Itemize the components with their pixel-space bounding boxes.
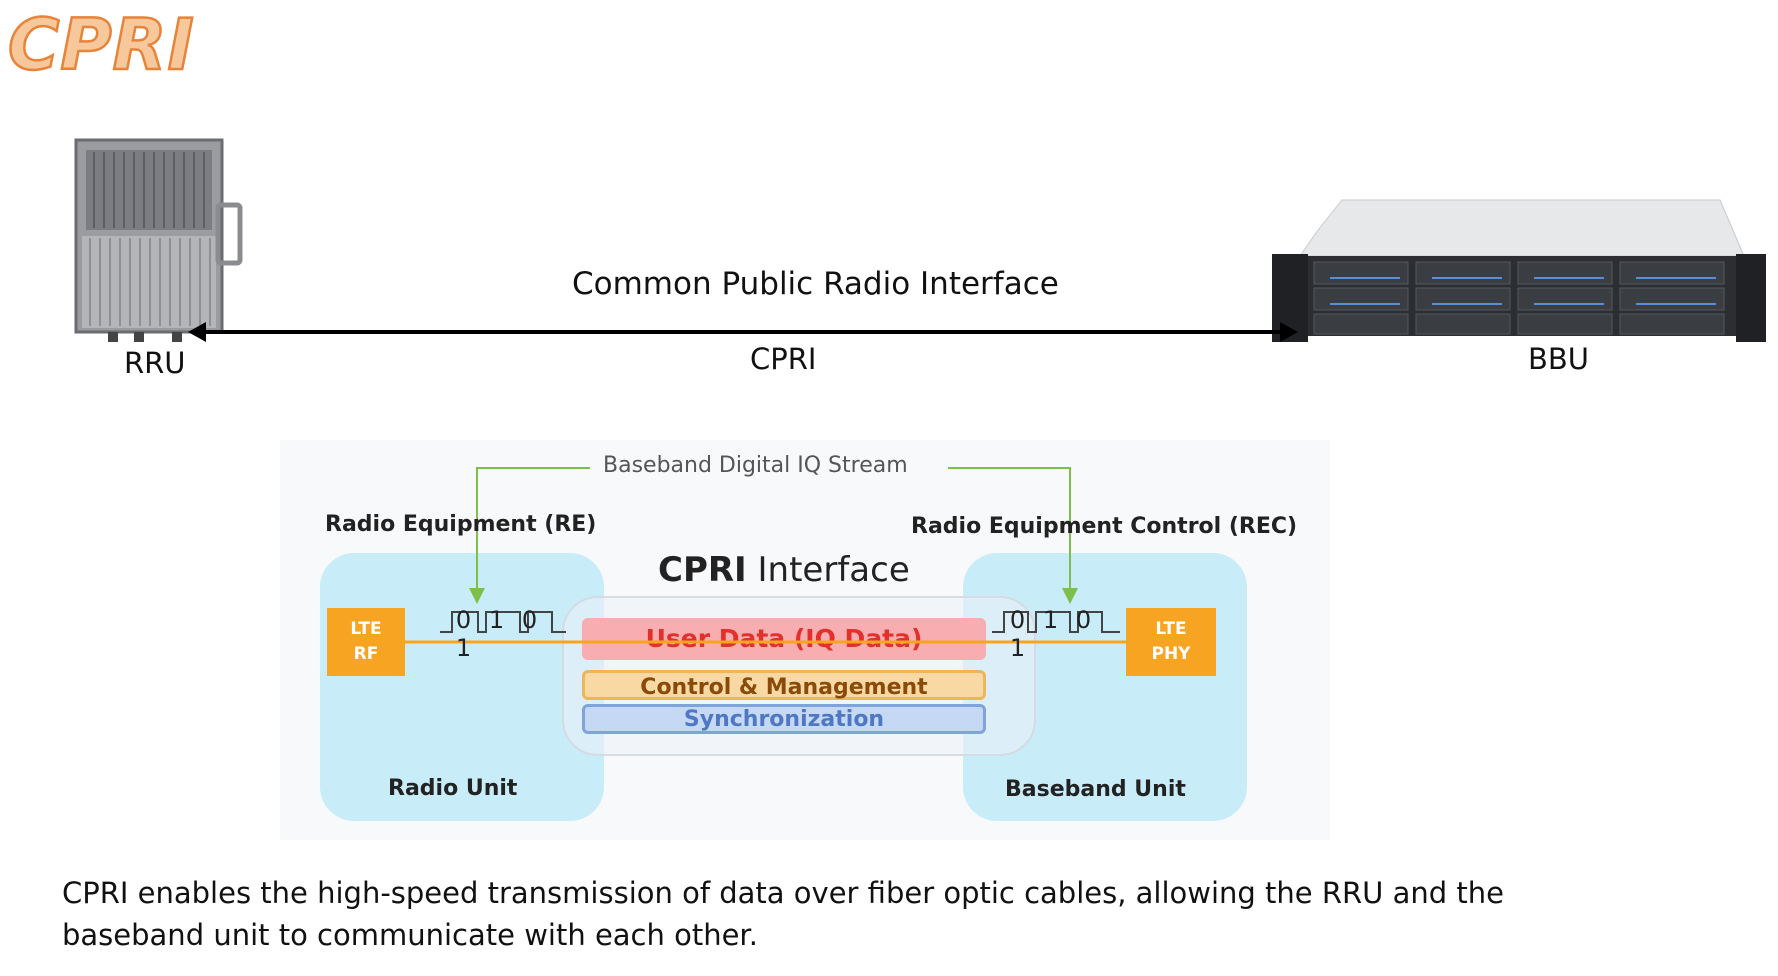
bit-waveform-right	[992, 611, 1120, 633]
lte-phy-box: LTE PHY	[1126, 608, 1216, 676]
synchronization-lane: Synchronization	[582, 704, 986, 734]
page-title: CPRI	[7, 3, 195, 88]
baseband-unit-label: Baseband Unit	[1005, 777, 1186, 802]
cpri-interface-title: CPRI Interface	[658, 550, 910, 590]
bit: 1	[455, 634, 472, 662]
cpri-interface-title-rest: Interface	[746, 550, 910, 590]
caption-text: CPRI enables the high-speed transmission…	[62, 876, 1504, 952]
iq-arrowhead-right	[1062, 588, 1078, 604]
lte-rf-box: LTE RF	[327, 608, 405, 676]
user-data-lane: User Data (IQ Data)	[582, 618, 986, 660]
lte-phy-line2: PHY	[1151, 644, 1191, 664]
bit: 1	[488, 606, 505, 634]
iq-arrowhead-left	[469, 588, 485, 604]
rru-label: RRU	[124, 346, 186, 380]
radio-unit-label: Radio Unit	[388, 776, 518, 801]
rru-device-image	[74, 138, 243, 342]
lte-rf-line1: LTE	[350, 619, 382, 639]
cpri-link-arrow	[188, 322, 1298, 342]
bit: 0	[1009, 606, 1026, 634]
lte-phy-line1: LTE	[1155, 619, 1187, 639]
control-management-lane: Control & Management	[582, 670, 986, 700]
re-label: Radio Equipment (RE)	[325, 512, 597, 537]
bit: 0	[521, 606, 538, 634]
bbu-label: BBU	[1528, 342, 1590, 376]
bit-waveform-left	[440, 611, 566, 633]
bit: 1	[1042, 606, 1059, 634]
rec-label: Radio Equipment Control (REC)	[911, 514, 1298, 539]
link-full-name: Common Public Radio Interface	[572, 266, 1059, 302]
bit: 0	[1075, 606, 1092, 634]
iq-stream-arrows	[476, 467, 1071, 592]
lte-rf-line2: RF	[353, 644, 379, 664]
link-short-name: CPRI	[750, 342, 817, 376]
bbu-device-image	[1272, 199, 1766, 342]
cpri-interface-title-bold: CPRI	[658, 550, 747, 590]
bit: 1	[1009, 634, 1026, 662]
radio-unit-box	[320, 553, 604, 821]
bit: 0	[455, 606, 472, 634]
iq-stream-label: Baseband Digital IQ Stream	[603, 453, 908, 478]
